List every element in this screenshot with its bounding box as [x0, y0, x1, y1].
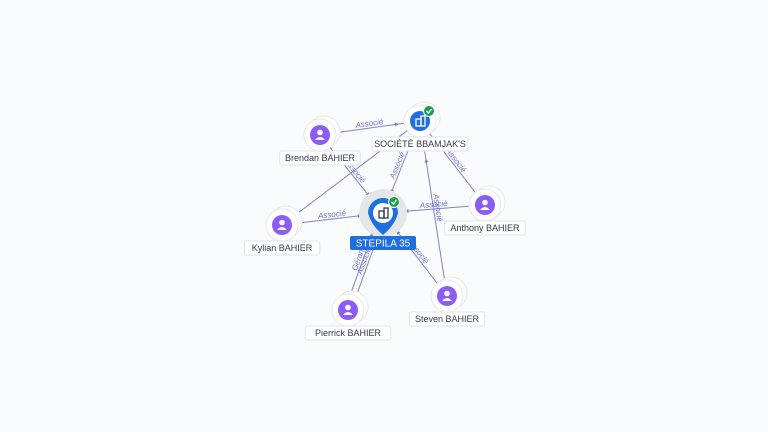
node-bbamjaks[interactable]: SOCIÉTÉ BBAMJAK'S — [371, 101, 469, 152]
person-icon-head — [279, 219, 285, 226]
node-label-bg — [279, 150, 361, 166]
person-icon-body — [315, 137, 325, 140]
node-steven[interactable]: Steven BAHIER — [408, 276, 486, 327]
edge-label: Associé — [388, 150, 407, 181]
building-icon-tower — [420, 115, 426, 127]
verified-check-icon — [388, 196, 400, 208]
node-label-bg — [408, 311, 486, 327]
edge-label: Associé — [418, 199, 448, 210]
person-icon-body — [480, 207, 490, 210]
person-icon-body — [343, 312, 353, 315]
check-mark — [426, 108, 433, 114]
edge-label: Associé — [354, 117, 385, 130]
person-icon-body — [442, 298, 452, 301]
node-label: Pierrick BAHIER — [315, 328, 382, 338]
node-kylian[interactable]: Kylian BAHIER — [243, 205, 321, 256]
person-icon-head — [317, 129, 323, 136]
node-label: STEPILA 35 — [356, 239, 411, 250]
node-stepila[interactable]: STEPILA 35 — [350, 189, 416, 250]
node-label: Anthony BAHIER — [450, 223, 520, 233]
node-label-bg — [444, 220, 526, 236]
verified-check-icon — [423, 105, 435, 117]
person-icon-head — [345, 304, 351, 311]
node-label-bg — [371, 136, 469, 152]
check-mark — [391, 199, 398, 205]
node-label: SOCIÉTÉ BBAMJAK'S — [374, 139, 466, 149]
node-anthony[interactable]: Anthony BAHIER — [444, 185, 526, 236]
person-icon-head — [444, 290, 450, 297]
nodes-layer: STEPILA 35 SOCIÉTÉ BBAMJAK'S Brendan BAHIE… — [243, 101, 526, 341]
node-label: Brendan BAHIER — [285, 153, 356, 163]
node-label-bg — [243, 240, 321, 256]
edge-label: Associé — [317, 208, 347, 220]
edge-line — [419, 120, 486, 206]
edge-label: Associé — [431, 192, 444, 223]
node-label: Steven BAHIER — [415, 314, 480, 324]
edge-arrow — [424, 158, 429, 163]
person-icon-head — [482, 199, 488, 206]
node-brendan[interactable]: Brendan BAHIER — [279, 115, 361, 166]
node-label-bg — [304, 325, 392, 341]
edge-arrow — [394, 122, 399, 127]
node-label: Kylian BAHIER — [252, 243, 313, 253]
node-pierrick[interactable]: Pierrick BAHIER — [304, 290, 392, 341]
building-icon-tower — [383, 207, 389, 219]
node-label-bg — [350, 236, 416, 250]
person-icon-body — [277, 227, 287, 230]
